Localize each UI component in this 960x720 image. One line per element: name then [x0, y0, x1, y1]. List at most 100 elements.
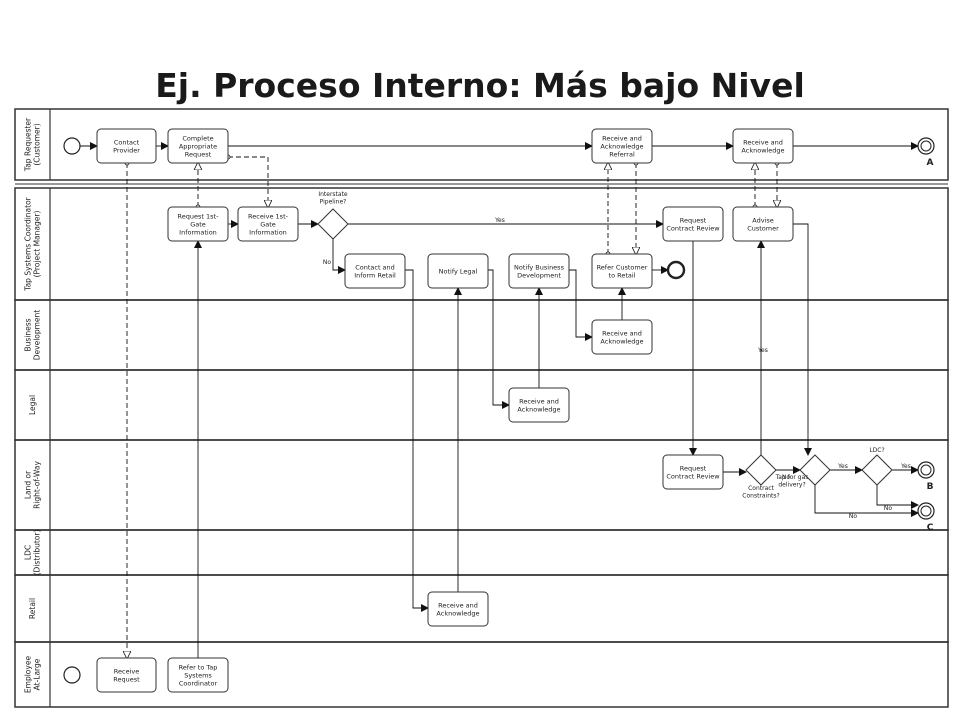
task-label: Contract Review	[666, 225, 720, 233]
lane-label: Legal	[28, 395, 37, 415]
task-label: Inform Retail	[354, 272, 396, 280]
task-label: Receive and	[438, 602, 478, 610]
flow-label-tap-no: No	[849, 513, 857, 520]
flow-advise-to-tap	[793, 223, 812, 456]
flow-ldc-no-c	[876, 485, 919, 509]
end-label: A	[927, 158, 934, 168]
flow-label-interstate-yes: Yes	[494, 217, 505, 224]
start-event-employee	[63, 666, 81, 684]
lane-tap-requester: Tap Requester(Customer)	[14, 108, 949, 181]
flow-interstate-no	[332, 239, 346, 274]
flow-contact-to-retail	[405, 269, 429, 612]
lane-ldc: LDC(Distributor)	[14, 529, 949, 576]
lane-label: Land orRight-of-Way	[24, 461, 42, 509]
task-label: Request 1st-	[178, 213, 220, 221]
gateway-label: Interstate	[318, 191, 348, 198]
lane-employee-at-large: EmployeeAt-Large	[14, 641, 949, 708]
flow-label-contract-no: No	[782, 474, 790, 481]
flow-label-ldc-yes: Yes	[900, 463, 911, 470]
task-label: Acknowledge	[517, 406, 560, 414]
lane-label: Tap Systems Coordinator(Project Manager)	[24, 196, 42, 291]
flow-label-ldc-no: No	[884, 505, 892, 512]
task-label: Request	[185, 151, 212, 159]
task-label: Contact	[114, 139, 140, 147]
gateway-ldc-gateway[interactable]: LDC?	[861, 447, 893, 486]
task-label: Information	[179, 229, 217, 237]
task-label: Referral	[609, 151, 635, 159]
flow-label-interstate-no: No	[323, 259, 331, 266]
task-notify-bd[interactable]: Notify BusinessDevelopment	[508, 253, 570, 289]
task-label: Request	[680, 465, 707, 473]
gateway-label: LDC?	[869, 447, 884, 454]
flow-label-advise-yes: Yes	[757, 347, 768, 354]
task-label: Contact and	[355, 264, 395, 272]
msgflow-complete-to-receive-gate	[228, 157, 268, 207]
end-event-b: B	[917, 461, 935, 492]
task-label: Request	[680, 217, 707, 225]
task-label: Acknowledge	[436, 610, 479, 618]
task-label: Advise	[752, 217, 774, 225]
task-label: Receive and	[743, 139, 783, 147]
gateway-label: Constraints?	[742, 493, 779, 500]
end-label: C	[927, 523, 934, 533]
gateway-label: Pipeline?	[320, 199, 347, 206]
task-label: Acknowledge	[741, 147, 784, 155]
task-label: Notify Legal	[439, 268, 478, 276]
end-event-coordinator	[666, 260, 686, 280]
task-label: Coordinator	[179, 680, 218, 688]
task-label: Receive	[114, 668, 139, 676]
task-label: Acknowledge	[600, 143, 643, 151]
task-label: Gate	[190, 221, 206, 229]
flow-notify-bd-to-bd	[569, 269, 593, 341]
flow-tap-no-c	[814, 485, 919, 517]
page-title: Ej. Proceso Interno: Más bajo Nivel	[155, 66, 805, 105]
task-label: Receive 1st-	[248, 213, 289, 221]
lane-label: Retail	[28, 598, 37, 619]
task-label: Contract Review	[666, 473, 720, 481]
task-label: Acknowledge	[600, 338, 643, 346]
gateway-label: delivery?	[778, 482, 805, 489]
task-label: Notify Business	[514, 264, 565, 272]
gateway-label: Tap for gas	[775, 474, 809, 481]
flow-label-tap-yes: Yes	[837, 463, 848, 470]
flow-notify-legal-to-legal	[488, 269, 510, 409]
task-label: Information	[249, 229, 287, 237]
end-event-a: A	[917, 137, 935, 168]
lane-label: LDC(Distributor)	[24, 530, 42, 576]
task-label: Development	[517, 272, 561, 280]
task-label: Refer to Tap	[179, 664, 218, 672]
task-label: Receive and	[602, 330, 642, 338]
task-notify-legal[interactable]: Notify Legal	[427, 253, 489, 289]
task-label: Systems	[184, 672, 212, 680]
end-label: B	[927, 482, 934, 492]
lane-label: BusinessDevelopment	[24, 310, 42, 361]
end-event-c: C	[917, 502, 935, 533]
start-event-requester	[63, 137, 81, 155]
task-label: Gate	[260, 221, 276, 229]
lane-label: EmployeeAt-Large	[24, 656, 42, 694]
task-label: Customer	[747, 225, 779, 233]
task-label: Receive and	[519, 398, 559, 406]
task-label: Provider	[113, 147, 140, 155]
task-label: Complete	[182, 135, 213, 143]
